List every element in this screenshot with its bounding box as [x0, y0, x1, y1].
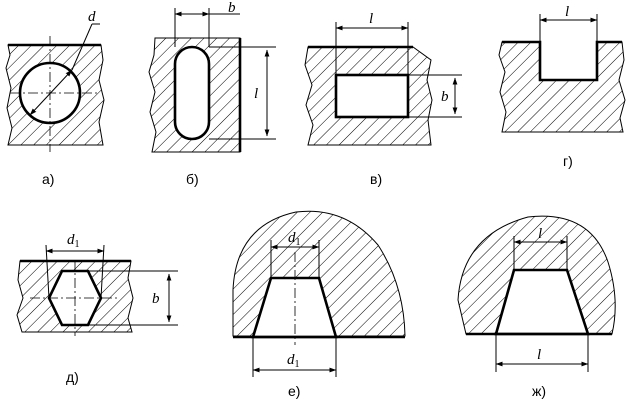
panel-zh: l l ж) [457, 215, 616, 399]
caption-g: г) [563, 153, 573, 169]
panel-a: d а) [5, 9, 105, 187]
rect-hole [334, 73, 410, 119]
dim-b-label: b [228, 0, 236, 16]
panel-g: l г) [498, 4, 626, 169]
dim-b-label: b [441, 89, 449, 105]
dim-d1-top-label: d1 [288, 230, 301, 248]
dim-l-top-label: l [538, 226, 542, 242]
dim-b-label: b [152, 291, 160, 307]
caption-v: в) [370, 171, 382, 187]
caption-e: е) [288, 383, 300, 399]
dim-l-bottom-label: l [537, 347, 541, 363]
panel-e: d1 d1 е) [232, 210, 406, 399]
dim-l-label: l [369, 11, 373, 27]
slot-hole [173, 45, 211, 141]
dim-d-label: d [88, 9, 96, 25]
dim-d1-label: d1 [67, 232, 80, 250]
dim-d1-bottom-label: d1 [287, 352, 300, 370]
diameter-dim-line [29, 69, 73, 116]
panel-g-body [498, 41, 626, 133]
caption-zh: ж) [532, 383, 546, 399]
caption-a: а) [42, 171, 54, 187]
dim-l-label: l [565, 4, 569, 20]
dim-l-label: l [254, 86, 258, 102]
caption-b: б) [186, 171, 199, 187]
caption-d: д) [66, 369, 79, 385]
panel-d: d1 b д) [16, 232, 178, 385]
panel-v: l b в) [304, 11, 462, 187]
panel-b: b l б) [148, 0, 276, 187]
